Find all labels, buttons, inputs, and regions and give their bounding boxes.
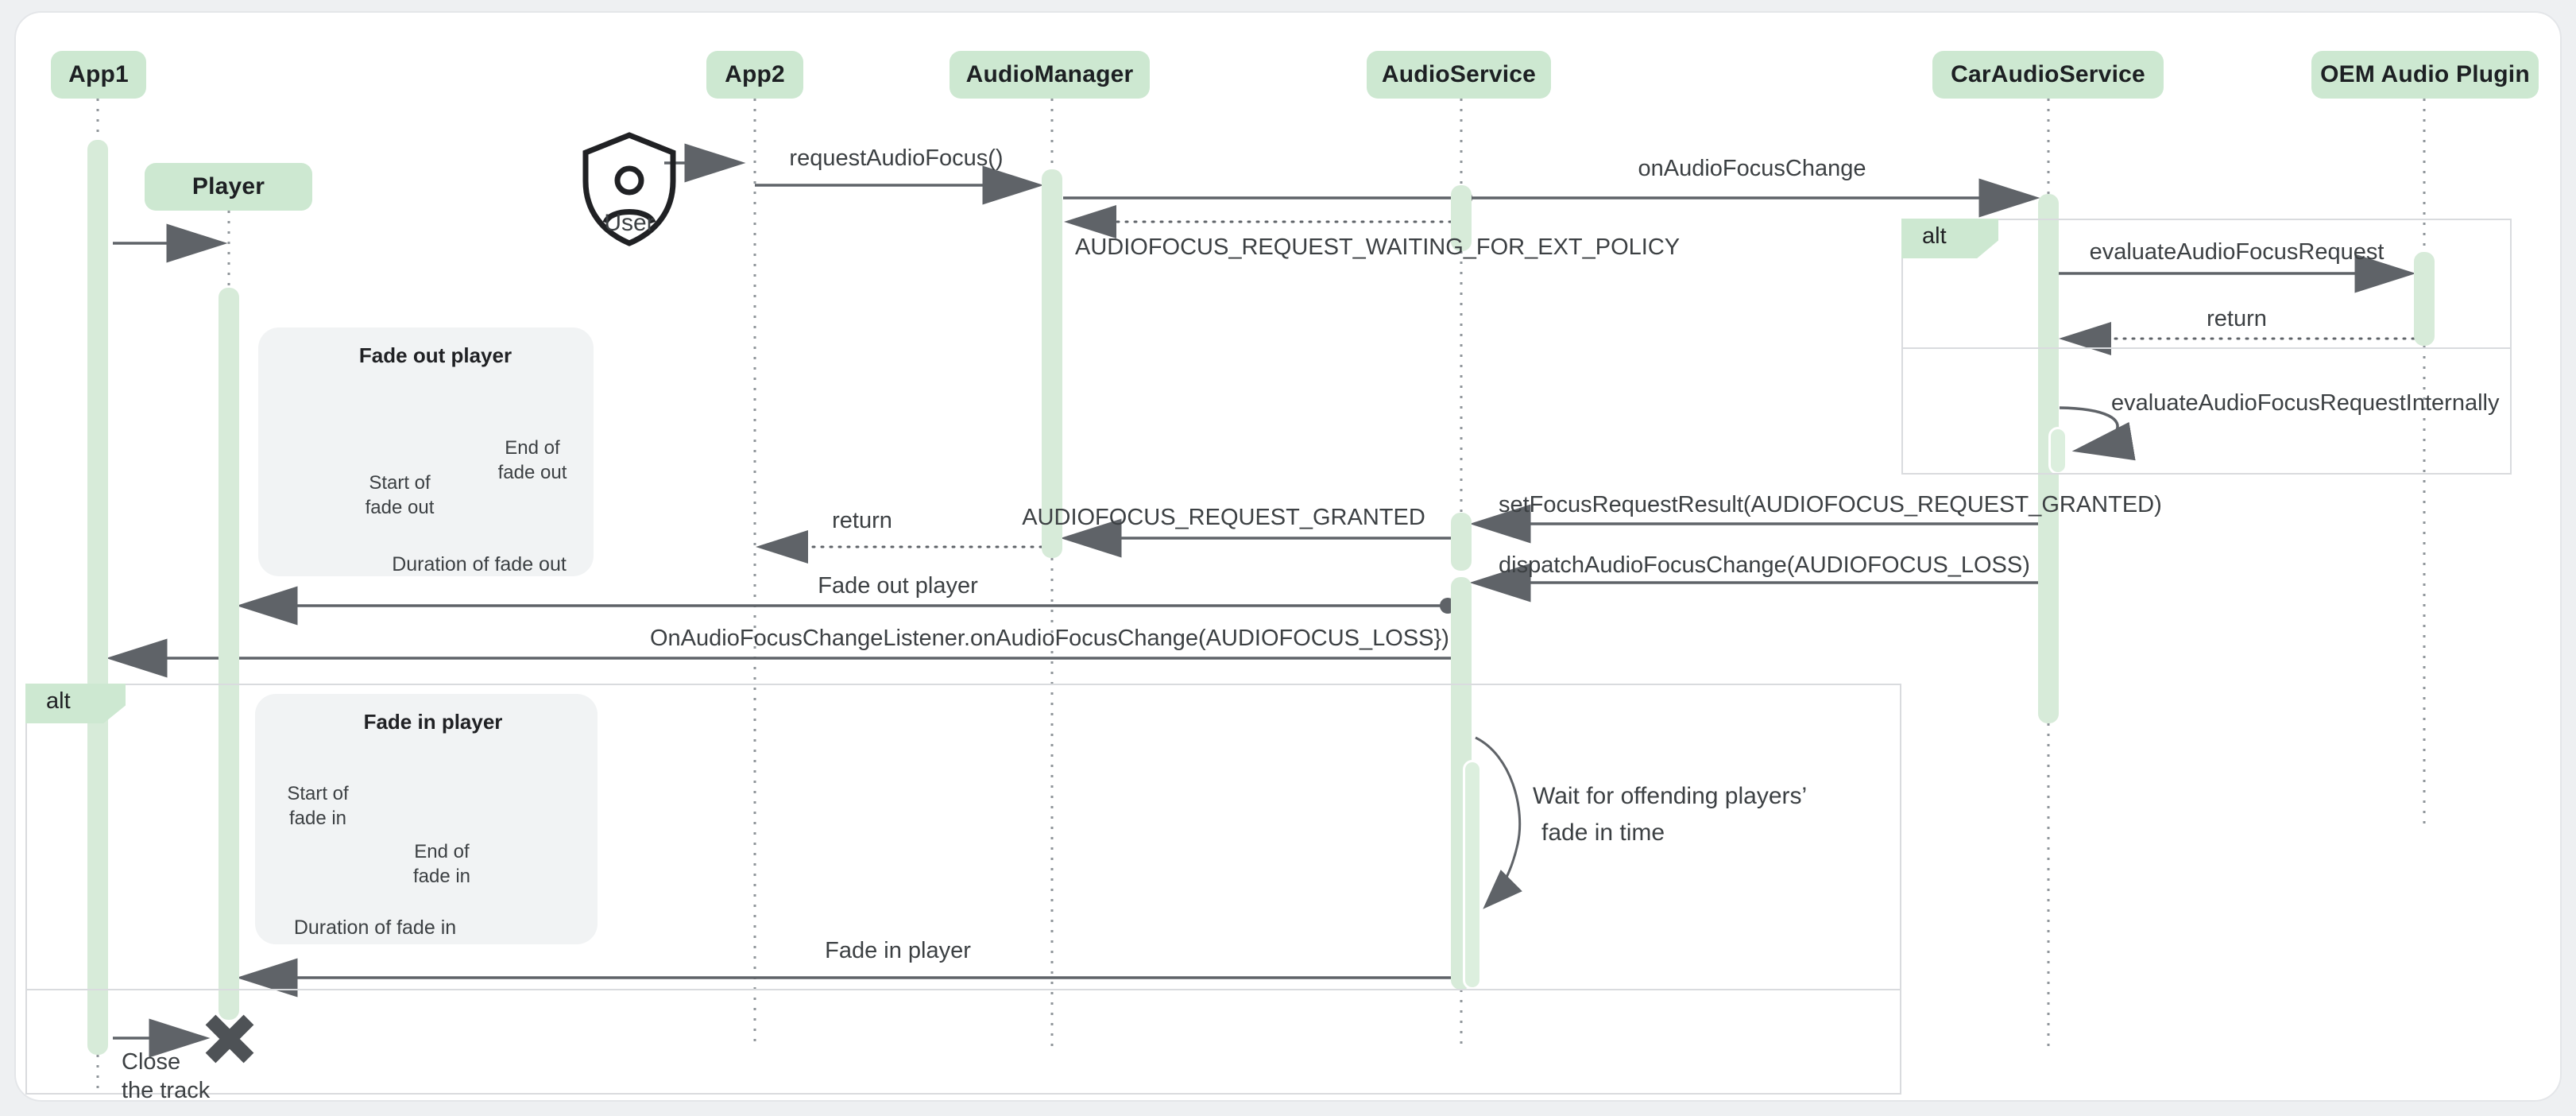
participant-app2: App2: [706, 51, 803, 99]
fade-out-start-l2: fade out: [365, 497, 435, 518]
participant-oem-audio-plugin: OEM Audio Plugin: [2311, 51, 2539, 99]
note-wait-line2: fade in time: [1541, 820, 1665, 846]
fade-in-duration: Duration of fade in: [293, 916, 457, 939]
fade-out-start-l1: Start of: [369, 472, 431, 494]
alt-fragment-fade: [25, 684, 1901, 1095]
fade-in-end-l1: End of: [414, 841, 470, 862]
msg-fade-in-player: Fade in player: [825, 938, 971, 963]
participant-caraudioservice: CarAudioService: [1932, 51, 2164, 99]
msg-evaluate-internally: evaluateAudioFocusRequestInternally: [2111, 390, 2500, 416]
fade-in-inset: [255, 694, 598, 944]
fade-out-title: Fade out player: [358, 343, 512, 367]
participant-app2-label: App2: [725, 61, 785, 87]
participant-audioservice: AudioService: [1367, 51, 1551, 99]
msg-on-audio-focus-change-listener: OnAudioFocusChangeListener.onAudioFocusC…: [650, 626, 1449, 651]
fade-in-start-l2: fade in: [288, 808, 347, 829]
object-player-label: Player: [191, 173, 265, 200]
msg-evaluate-audio-focus-request: evaluateAudioFocusRequest: [2089, 239, 2385, 265]
fade-in-start-l1: Start of: [287, 783, 349, 804]
alt-label-policy: alt: [1901, 219, 1998, 258]
activation-audioservice-nested: [1463, 760, 1482, 990]
close-track-line2: the track: [122, 1078, 211, 1103]
alt-label-policy-text: alt: [1922, 223, 1947, 249]
alt-label-fade-text: alt: [46, 688, 71, 714]
fade-out-end-l1: End of: [505, 437, 560, 459]
alt-fragment-policy-divider: [1901, 347, 2512, 349]
actor-label-text: User: [604, 210, 655, 236]
fade-out-start-label: Start of fade out: [366, 471, 435, 520]
fade-out-inset: [258, 327, 594, 576]
msg-audiofocus-request-granted: AUDIOFOCUS_REQUEST_GRANTED: [1022, 505, 1425, 530]
fade-out-end-label: End of fade out: [498, 436, 567, 485]
activation-caraudioservice-nested: [2048, 427, 2067, 475]
activation-oem: [2414, 252, 2435, 346]
participant-audiomanager-label: AudioManager: [965, 61, 1134, 87]
alt-fragment-fade-divider: [25, 989, 1901, 990]
activation-audiomanager: [1042, 169, 1062, 558]
activation-app1: [87, 140, 108, 1055]
msg-set-focus-request-result: setFocusRequestResult(AUDIOFOCUS_REQUEST…: [1499, 492, 2162, 517]
activation-player: [219, 288, 239, 1020]
note-wait-line1: Wait for offending players’: [1533, 783, 1808, 809]
activation-audioservice-2: [1451, 513, 1472, 571]
msg-on-audio-focus-change: onAudioFocusChange: [1638, 156, 1866, 181]
fade-in-title: Fade in player: [363, 710, 503, 734]
fade-in-end-label: End of fade in: [413, 839, 470, 889]
fade-out-end-l2: fade out: [497, 462, 567, 483]
actor-label: User: [604, 208, 654, 238]
msg-return-app2: return: [832, 508, 892, 533]
fade-in-start-label: Start of fade in: [287, 781, 348, 831]
close-track-line1: Close: [122, 1049, 181, 1075]
msg-dispatch-audio-focus-change: dispatchAudioFocusChange(AUDIOFOCUS_LOSS…: [1499, 552, 2030, 578]
msg-fade-out-player: Fade out player: [818, 573, 978, 599]
participant-oem-audio-plugin-label: OEM Audio Plugin: [2320, 61, 2530, 87]
alt-fragment-policy: [1901, 219, 2512, 475]
msg-request-audio-focus: requestAudioFocus(): [789, 145, 1004, 171]
participant-audiomanager: AudioManager: [950, 51, 1150, 99]
participant-audioservice-label: AudioService: [1381, 61, 1537, 87]
msg-waiting-ext-policy: AUDIOFOCUS_REQUEST_WAITING_FOR_EXT_POLIC…: [1075, 234, 1681, 260]
fade-in-end-l2: fade in: [412, 866, 471, 887]
msg-return-oem: return: [2207, 306, 2267, 331]
alt-label-fade: alt: [25, 684, 126, 723]
fade-out-duration: Duration of fade out: [392, 553, 567, 575]
participant-app1-label: App1: [68, 61, 129, 87]
participant-caraudioservice-label: CarAudioService: [1951, 61, 2145, 87]
participant-app1: App1: [51, 51, 146, 99]
object-player: Player: [145, 163, 312, 211]
activation-audioservice-1: [1451, 185, 1472, 251]
